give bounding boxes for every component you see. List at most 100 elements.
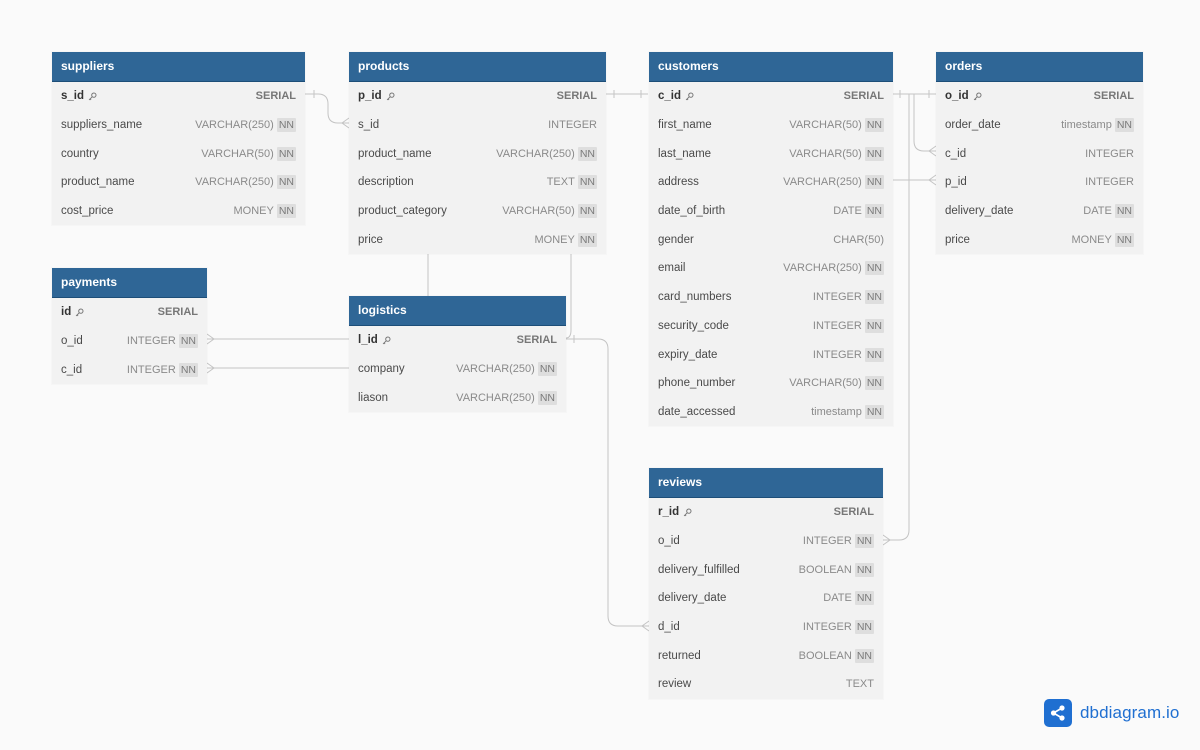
table-header[interactable]: payments [52,268,207,298]
field-type: DATE [1083,205,1112,218]
key-icon [75,308,84,317]
not-null-badge: NN [577,175,597,190]
field-right: SERIAL [557,90,597,102]
field-type: VARCHAR(250) [456,363,535,376]
field-left: id [61,306,84,318]
field-right: SERIAL [517,334,557,346]
field-right: VARCHAR(250)NN [783,261,884,276]
field-type: SERIAL [255,90,296,103]
field-name: order_date [945,119,1001,132]
field-type: INTEGER [126,335,176,348]
field-type: BOOLEAN [798,563,852,576]
field-name: p_id [358,90,382,103]
field-left: date_accessed [658,406,735,418]
table-header[interactable]: products [349,52,606,82]
table-header[interactable]: customers [649,52,893,82]
field-name: s_id [61,90,85,103]
field-right: SERIAL [158,306,198,318]
field-type: SERIAL [556,90,597,103]
field-type: INTEGER [812,291,862,304]
field-left: description [358,176,414,188]
field-row-s-id[interactable]: s_id SERIAL [52,82,305,111]
not-null-badge: NN [1114,118,1134,133]
table-header[interactable]: suppliers [52,52,305,82]
field-right: SERIAL [844,90,884,102]
field-name: product_category [358,205,447,218]
table-header[interactable]: reviews [649,468,883,498]
field-right: VARCHAR(250)NN [496,146,597,161]
field-row-id[interactable]: id SERIAL [52,298,207,327]
field-type: TEXT [546,176,575,189]
brand-logo-link[interactable]: dbdiagram.io [1044,699,1179,727]
table-header[interactable]: logistics [349,296,566,326]
not-null-badge: NN [854,648,874,663]
field-type: VARCHAR(250) [496,147,575,160]
brand-name: dbdiagram.io [1080,703,1180,722]
not-null-badge: NN [864,175,884,190]
field-name: card_numbers [658,291,732,304]
field-name: company [358,363,405,376]
field-name: date_of_birth [658,205,726,218]
table-header[interactable]: orders [936,52,1143,82]
field-left: country [61,148,99,160]
field-name: o_id [61,335,83,348]
not-null-badge: NN [178,362,198,377]
field-type: INTEGER [802,535,852,548]
field-row-p-id[interactable]: p_id SERIAL [349,82,606,111]
field-type: SERIAL [843,90,884,103]
field-right: SERIAL [1094,90,1134,102]
